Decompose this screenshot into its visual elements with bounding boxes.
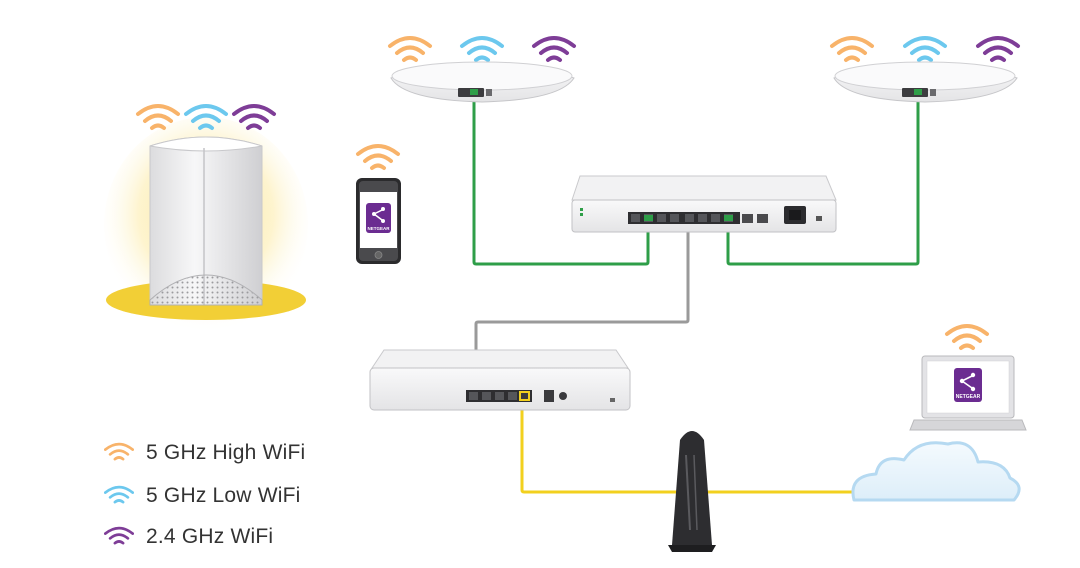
- access-point-right: [830, 36, 1020, 103]
- legend-label: 2.4 GHz WiFi: [146, 525, 274, 548]
- cable-ap-left-to-switch: [472, 92, 650, 266]
- legend-item-5ghz-high: 5 GHz High WiFi: [104, 438, 305, 468]
- laptop-app-label: NETGEAR: [956, 394, 981, 400]
- wifi-5ghz-low-icon: [104, 485, 134, 504]
- cable-modem: [668, 431, 716, 552]
- switch-ports: [628, 212, 768, 224]
- legend-label: 5 GHz High WiFi: [146, 441, 306, 464]
- router: [369, 349, 631, 411]
- access-point-left: [388, 36, 576, 103]
- laptop: NETGEAR: [909, 324, 1027, 431]
- phone-app-label: NETGEAR: [367, 226, 390, 231]
- network-switch: [571, 175, 837, 233]
- wifi-2.4ghz-icon: [104, 526, 134, 545]
- legend-label: 5 GHz Low WiFi: [146, 484, 301, 507]
- laptop-wifi-icon: [945, 324, 989, 350]
- smartphone: NETGEAR: [356, 144, 401, 264]
- legend-item-2-4ghz: 2.4 GHz WiFi: [104, 522, 273, 552]
- wifi-5ghz-high-icon: [104, 442, 134, 461]
- cables: [472, 92, 920, 494]
- cable-ap-right-to-switch: [726, 92, 920, 266]
- phone-wifi-icon: [356, 144, 400, 170]
- legend-item-5ghz-low: 5 GHz Low WiFi: [104, 481, 301, 511]
- cable-router-to-modem: [520, 400, 680, 494]
- orbi-satellite: [104, 117, 308, 333]
- cable-switch-to-router: [474, 220, 690, 396]
- internet-cloud-icon: [851, 441, 1021, 502]
- orbi-wifi-signals: [136, 104, 276, 130]
